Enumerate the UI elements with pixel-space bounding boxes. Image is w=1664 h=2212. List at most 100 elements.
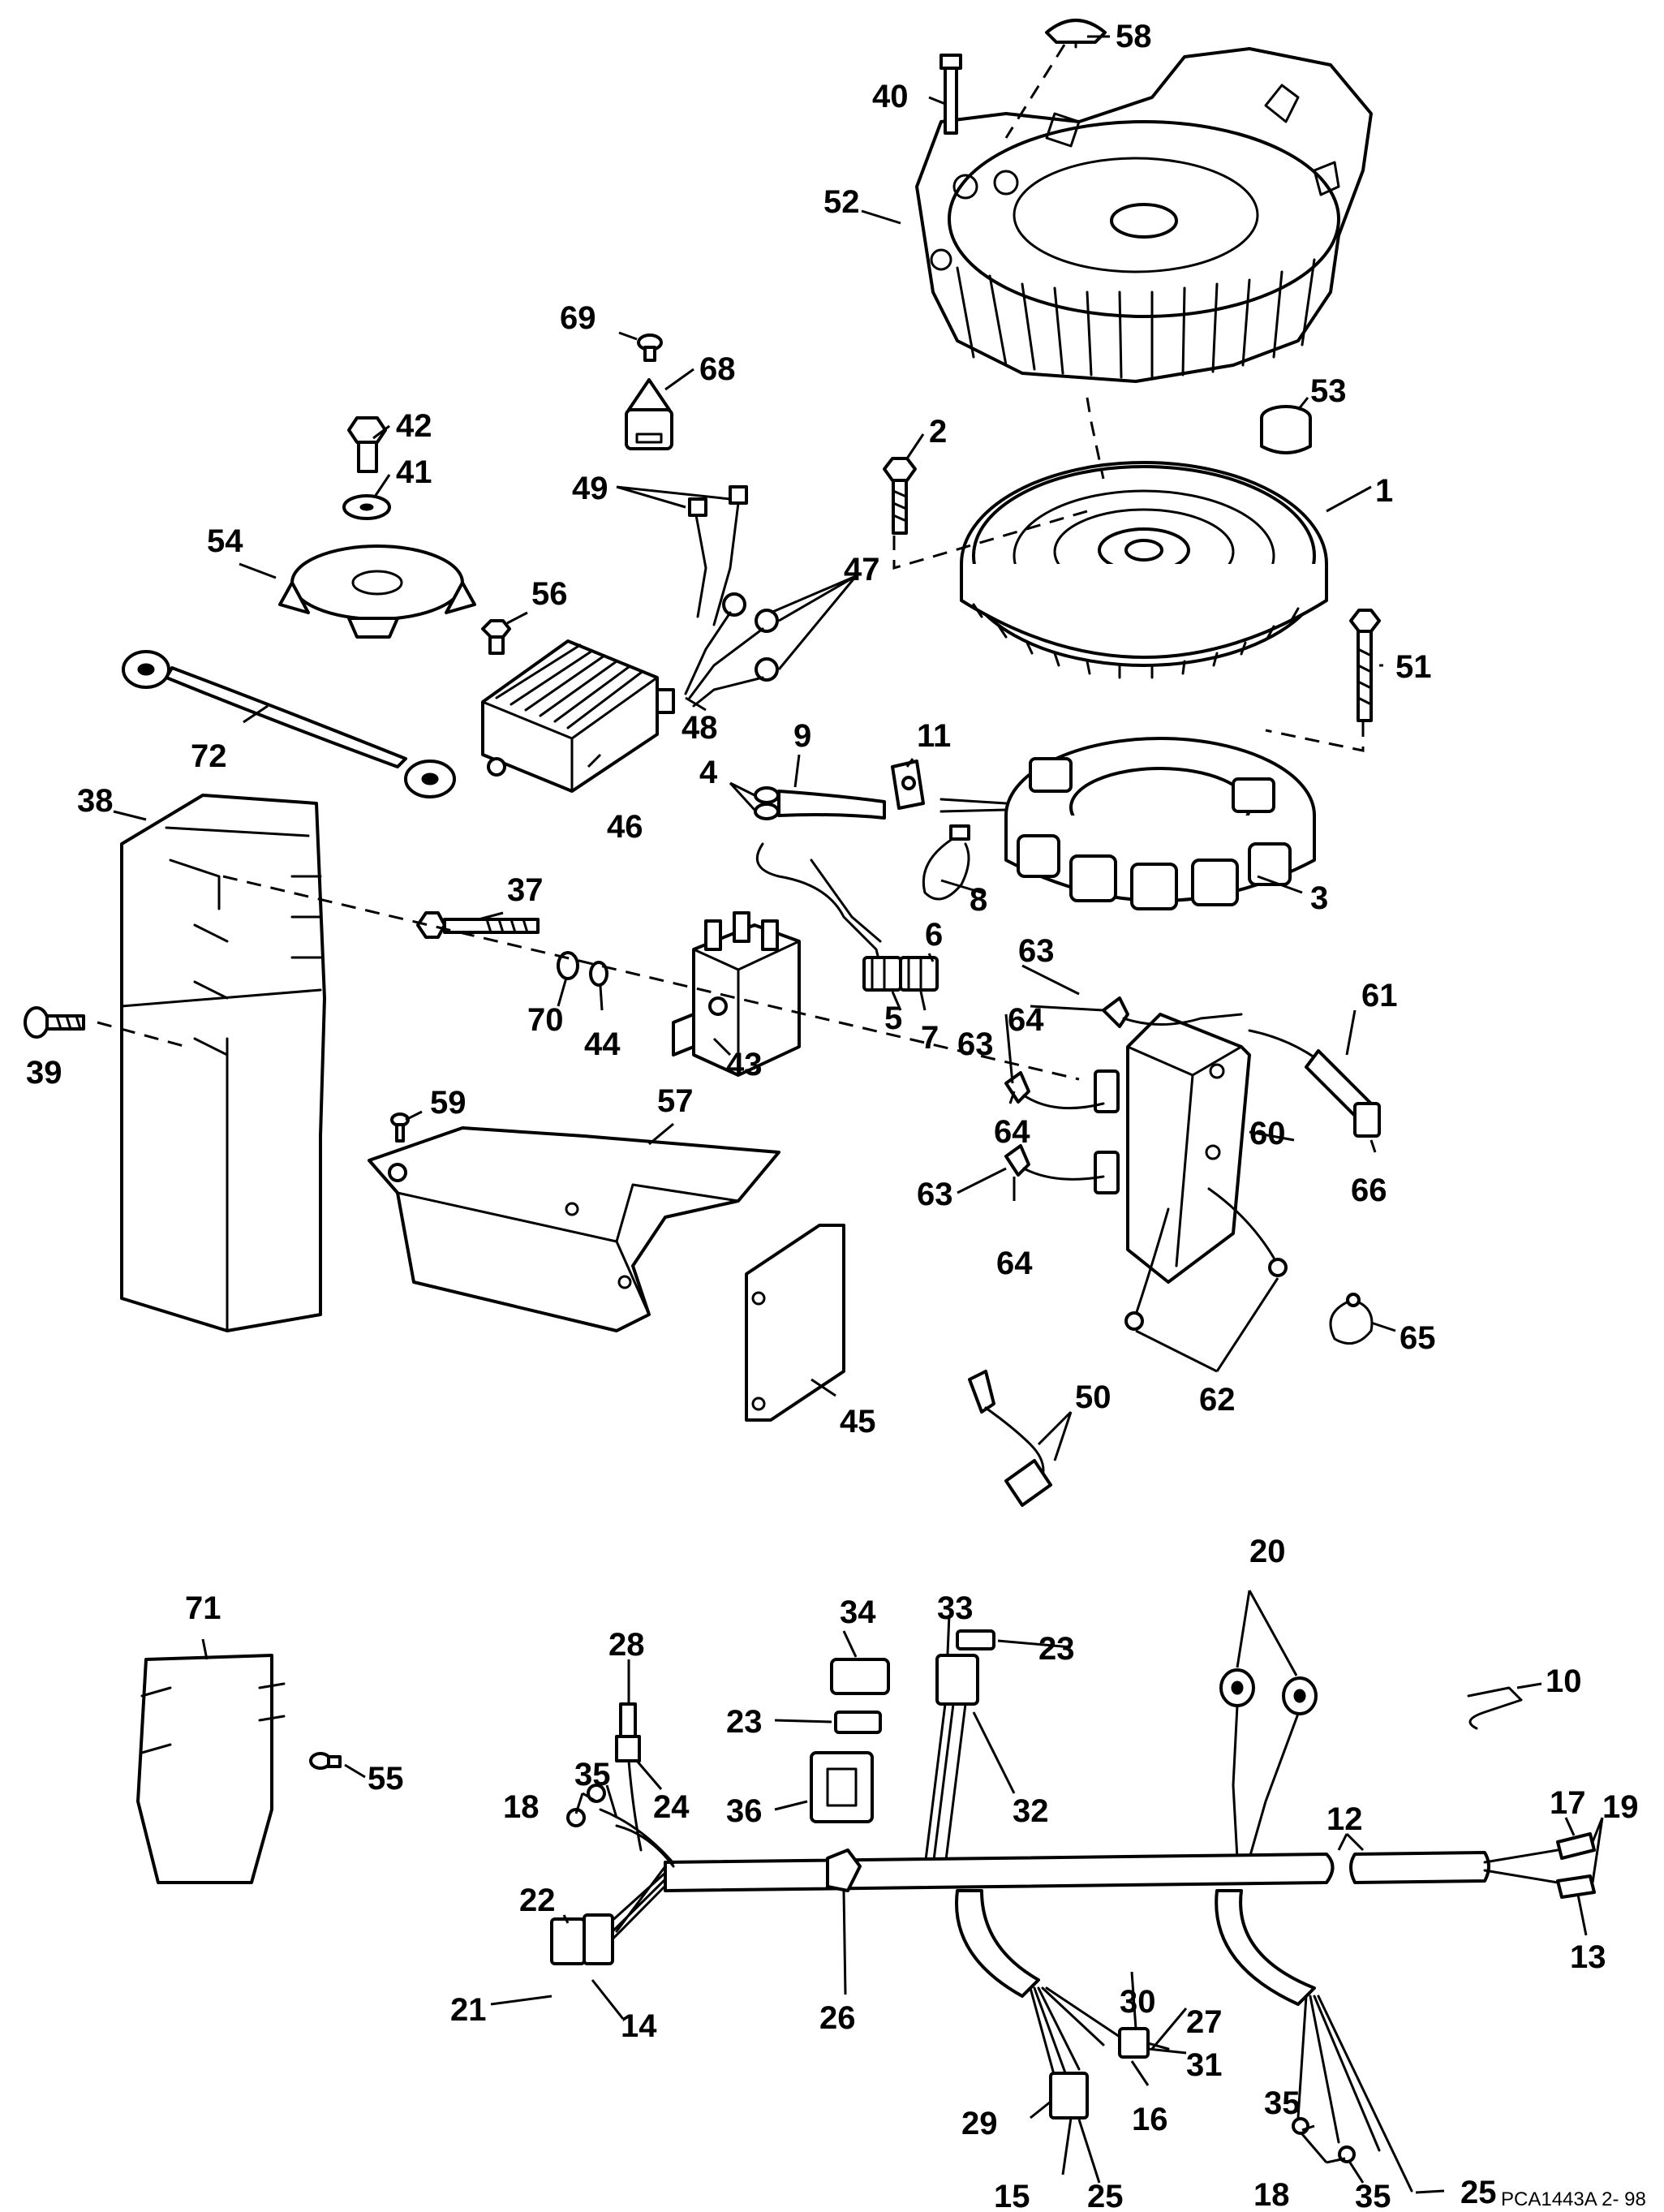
part-23-fuse-b — [956, 1629, 995, 1650]
callout-12: 12 — [1326, 1801, 1363, 1837]
part-44-washer — [589, 961, 608, 987]
part-41-washer — [342, 494, 391, 520]
callout-47: 47 — [844, 552, 880, 587]
part-47-ring-terminals — [684, 592, 779, 708]
callout-22: 22 — [519, 1883, 556, 1918]
callout-labels: 58 40 52 69 68 42 53 41 2 1 49 54 47 56 … — [26, 19, 1639, 2212]
callout-71: 71 — [185, 1590, 221, 1626]
callout-2: 2 — [929, 414, 947, 450]
part-39-screw — [24, 1006, 85, 1039]
part-46-rectifier-regulator — [481, 639, 675, 793]
leader-lines — [113, 35, 1604, 2194]
callout-40: 40 — [872, 79, 909, 114]
callout-26: 26 — [819, 2000, 856, 2036]
callout-1: 1 — [1375, 473, 1393, 509]
callout-7: 7 — [921, 1020, 939, 1056]
callout-17: 17 — [1550, 1785, 1586, 1821]
part-56-screw — [481, 619, 511, 655]
callout-35a: 35 — [574, 1757, 611, 1792]
callout-10: 10 — [1546, 1663, 1582, 1699]
part-71-shield — [136, 1654, 286, 1884]
part-69-screw — [637, 334, 663, 362]
callout-68: 68 — [699, 351, 736, 387]
callout-72: 72 — [191, 738, 227, 774]
callout-54: 54 — [207, 523, 243, 559]
part-49-terminals — [688, 485, 748, 626]
part-42-bolt — [347, 416, 387, 473]
part-37-bolt — [416, 911, 540, 939]
part-8-cable-tie — [922, 824, 970, 901]
callout-48: 48 — [682, 710, 718, 746]
part-54-trigger-plate — [278, 544, 476, 639]
callout-59: 59 — [430, 1085, 467, 1121]
part-52-flywheel-housing — [915, 47, 1373, 383]
part-63-64-spark-leads — [1004, 996, 1243, 1181]
callout-25a: 25 — [1460, 2175, 1497, 2210]
callout-23b: 23 — [726, 1704, 763, 1740]
callout-43: 43 — [726, 1047, 763, 1082]
callout-32: 32 — [1013, 1793, 1049, 1829]
callout-61: 61 — [1361, 978, 1398, 1013]
callout-62: 62 — [1199, 1382, 1236, 1418]
callout-46: 46 — [607, 809, 643, 845]
callout-20: 20 — [1249, 1534, 1286, 1569]
callout-27: 27 — [1186, 2004, 1223, 2040]
part-10-clip — [1467, 1686, 1523, 1730]
callout-13: 13 — [1570, 1939, 1606, 1975]
part-51-bolt — [1349, 609, 1381, 722]
callout-45: 45 — [840, 1404, 876, 1440]
callout-11: 11 — [917, 718, 951, 754]
callout-31: 31 — [1186, 2047, 1223, 2083]
part-40-bolt — [939, 54, 962, 135]
part-57-bracket — [368, 1126, 780, 1332]
callout-24: 24 — [653, 1789, 690, 1825]
part-9-leads — [754, 786, 886, 983]
callout-56: 56 — [531, 576, 568, 612]
part-11-clip — [891, 760, 925, 810]
callout-41: 41 — [396, 454, 432, 490]
callout-15: 15 — [994, 2179, 1030, 2212]
callout-37: 37 — [507, 872, 544, 908]
callout-18b: 18 — [1253, 2177, 1290, 2212]
part-20-ring-leads — [1219, 1668, 1318, 1860]
drawing-reference: PCA1443A 2- 98 — [1501, 2188, 1646, 2210]
part-harness-branch-2 — [1215, 1889, 1413, 2193]
part-62-ground-leads — [1124, 1187, 1288, 1331]
callout-25b: 25 — [1087, 2179, 1124, 2212]
part-61-66-connector — [1248, 1029, 1381, 1138]
part-36-fuse-holder — [810, 1751, 874, 1823]
callout-65: 65 — [1400, 1320, 1436, 1356]
part-72-ground-strap — [122, 650, 456, 798]
part-55-screw — [309, 1752, 342, 1770]
callout-35c: 35 — [1355, 2179, 1391, 2212]
callout-4: 4 — [699, 755, 718, 790]
part-45-cover-plate — [745, 1224, 845, 1422]
part-harness-branch-1 — [955, 1889, 1170, 2119]
callout-49: 49 — [572, 471, 608, 506]
callout-70: 70 — [527, 1002, 564, 1038]
part-3-stator — [939, 737, 1316, 910]
part-24-lead — [615, 1702, 643, 1852]
callout-53: 53 — [1310, 373, 1347, 409]
callout-60: 60 — [1249, 1116, 1286, 1151]
part-23-fuse-a — [834, 1711, 882, 1734]
callout-64c: 64 — [996, 1246, 1033, 1281]
callout-55: 55 — [368, 1761, 404, 1797]
callout-36: 36 — [726, 1793, 763, 1829]
callout-18a: 18 — [503, 1789, 540, 1825]
callout-14: 14 — [621, 2008, 657, 2044]
callout-29: 29 — [961, 2106, 998, 2141]
part-1-flywheel — [960, 461, 1328, 679]
part-26-tie — [826, 1848, 862, 1892]
callout-35b: 35 — [1264, 2085, 1301, 2121]
part-59-screw — [390, 1112, 410, 1143]
callout-64b: 64 — [994, 1114, 1030, 1150]
part-2-bolt — [883, 457, 917, 535]
callout-30: 30 — [1120, 1984, 1156, 2020]
callout-66: 66 — [1351, 1173, 1387, 1208]
callout-33: 33 — [937, 1590, 974, 1626]
part-65-clamp — [1329, 1293, 1374, 1345]
part-34-cap — [830, 1658, 890, 1695]
part-5-6-7-connector — [862, 956, 939, 992]
